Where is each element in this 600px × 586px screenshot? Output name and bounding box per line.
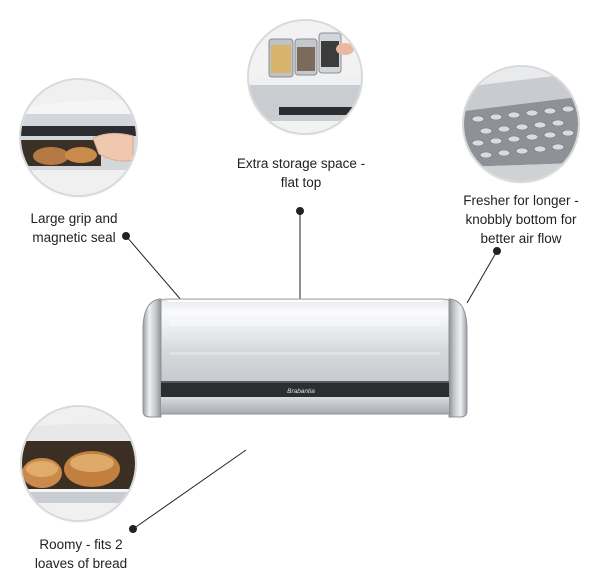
callout-fresher: Fresher for longer - knobbly bottom for … — [456, 191, 586, 248]
callout-roomy-line1: Roomy - fits 2 — [39, 537, 123, 552]
bread-loaf-icon — [22, 407, 135, 520]
leader-dot-roomy — [129, 525, 137, 533]
callout-fresher-line1: Fresher for longer - — [463, 193, 579, 208]
leader-dot-grip — [122, 232, 130, 240]
bin-dark-band — [161, 381, 449, 397]
detail-circle-grip — [21, 80, 136, 195]
leader-dot-top — [296, 207, 304, 215]
callout-fresher-line2: knobbly bottom for — [465, 212, 577, 227]
leader-line-bottom — [466, 250, 498, 304]
callout-roomy: Roomy - fits 2 loaves of bread — [28, 535, 134, 573]
hand-icon — [21, 80, 136, 195]
callout-fresher-line3: better air flow — [480, 231, 562, 246]
bin-left-cap — [142, 298, 162, 418]
callout-roomy-line2: loaves of bread — [34, 556, 128, 571]
callout-flat-top: Extra storage space - flat top — [236, 154, 366, 192]
callout-grip: Large grip and magnetic seal — [26, 209, 122, 247]
callout-flat-top-line2: flat top — [280, 175, 322, 190]
bin-right-cap — [448, 298, 468, 418]
detail-circle-flat-top — [249, 21, 361, 133]
brand-mark: Brabantia — [287, 388, 315, 395]
detail-circle-roomy — [22, 407, 135, 520]
jar-icon — [249, 21, 361, 133]
bin-base — [161, 397, 449, 414]
callout-flat-top-line1: Extra storage space - — [236, 156, 366, 171]
leader-line-roomy — [132, 449, 247, 530]
callout-grip-line2: magnetic seal — [32, 230, 116, 245]
detail-circle-knobbly-bottom — [464, 67, 578, 181]
callout-grip-line1: Large grip and — [30, 211, 118, 226]
knob-pattern-icon — [464, 67, 578, 181]
leader-dot-bottom — [493, 247, 501, 255]
